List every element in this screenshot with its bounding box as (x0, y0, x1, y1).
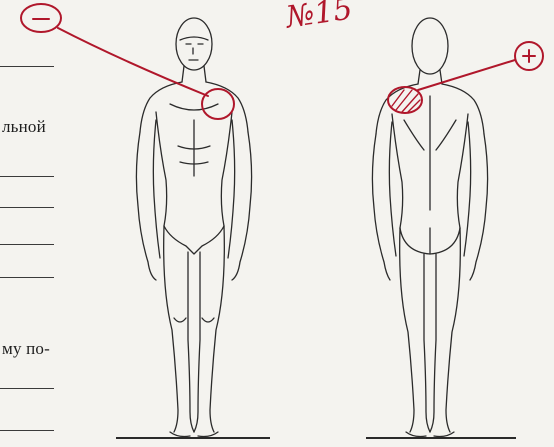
back-body-figure (372, 18, 487, 437)
red-annotations (21, 4, 543, 119)
front-body-figure (136, 18, 251, 437)
plus-sign-icon (523, 50, 535, 62)
pointer-line-back (418, 60, 515, 90)
